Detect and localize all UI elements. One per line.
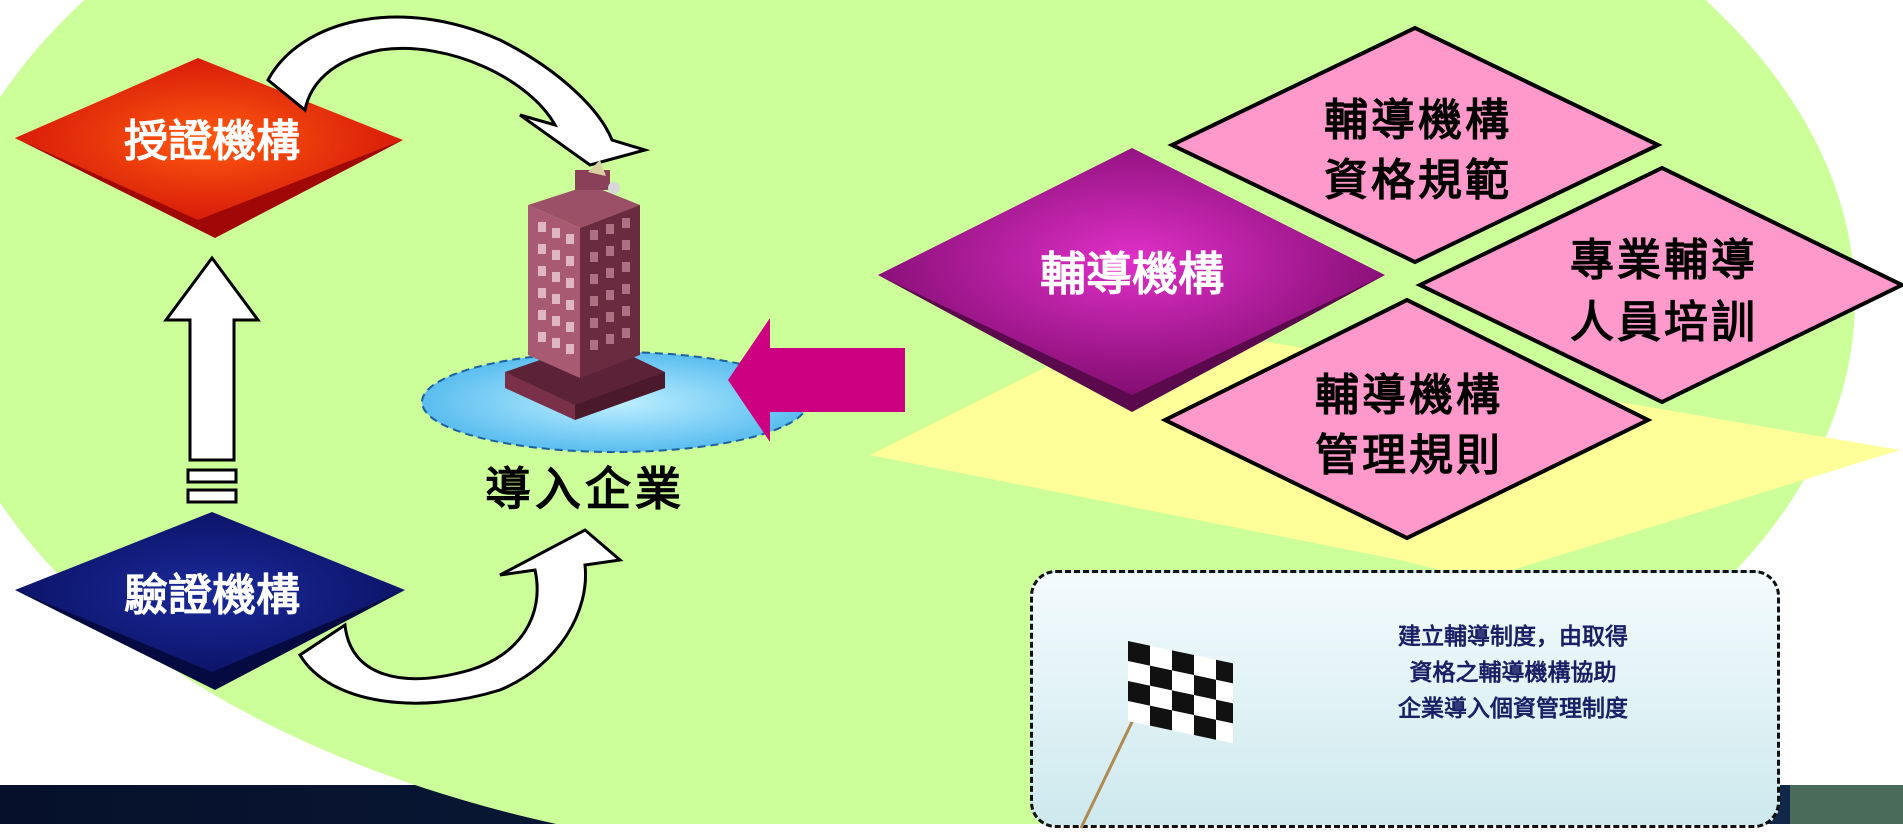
qualification-line-1: 輔導機構 [1324, 95, 1512, 146]
note-box: 建立輔導制度，由取得 資格之輔導機構協助 企業導入個資管理制度 [1030, 570, 1780, 829]
enterprise-label: 導入企業 [485, 462, 685, 516]
management-diamond: 輔導機構 管理規則 [1160, 297, 1653, 541]
consulting-body: 輔導機構 [878, 148, 1385, 412]
training-diamond: 專業輔導 人員培訓 [1415, 165, 1903, 405]
note-line-2: 資格之輔導機構協助 [1409, 659, 1617, 686]
consulting-label: 輔導機構 [1040, 247, 1224, 301]
note-line-3: 企業導入個資管理制度 [1398, 695, 1628, 722]
checkered-flag-icon [1079, 641, 1233, 829]
bottom-band-photo [1790, 785, 1903, 824]
qualification-diamond: 輔導機構 資格規範 [1167, 25, 1663, 265]
office-building-icon [505, 160, 665, 420]
training-line-1: 專業輔導 [1570, 235, 1758, 286]
up-arrow [163, 255, 261, 504]
note-line-1: 建立輔導制度，由取得 [1398, 623, 1628, 650]
verification-label: 驗證機構 [124, 570, 300, 621]
curved-arrow-top [266, 15, 651, 167]
certification-label: 授證機構 [124, 116, 300, 167]
magenta-arrow [728, 318, 905, 442]
training-line-2: 人員培訓 [1570, 297, 1758, 348]
curved-arrow-bottom [297, 528, 624, 705]
management-line-1: 輔導機構 [1315, 370, 1503, 421]
verification-body: 驗證機構 [15, 512, 405, 690]
certification-body: 授證機構 [15, 58, 403, 238]
qualification-line-2: 資格規範 [1324, 155, 1512, 206]
management-line-2: 管理規則 [1315, 430, 1503, 481]
note-text: 建立輔導制度，由取得 資格之輔導機構協助 企業導入個資管理制度 [1303, 619, 1723, 727]
